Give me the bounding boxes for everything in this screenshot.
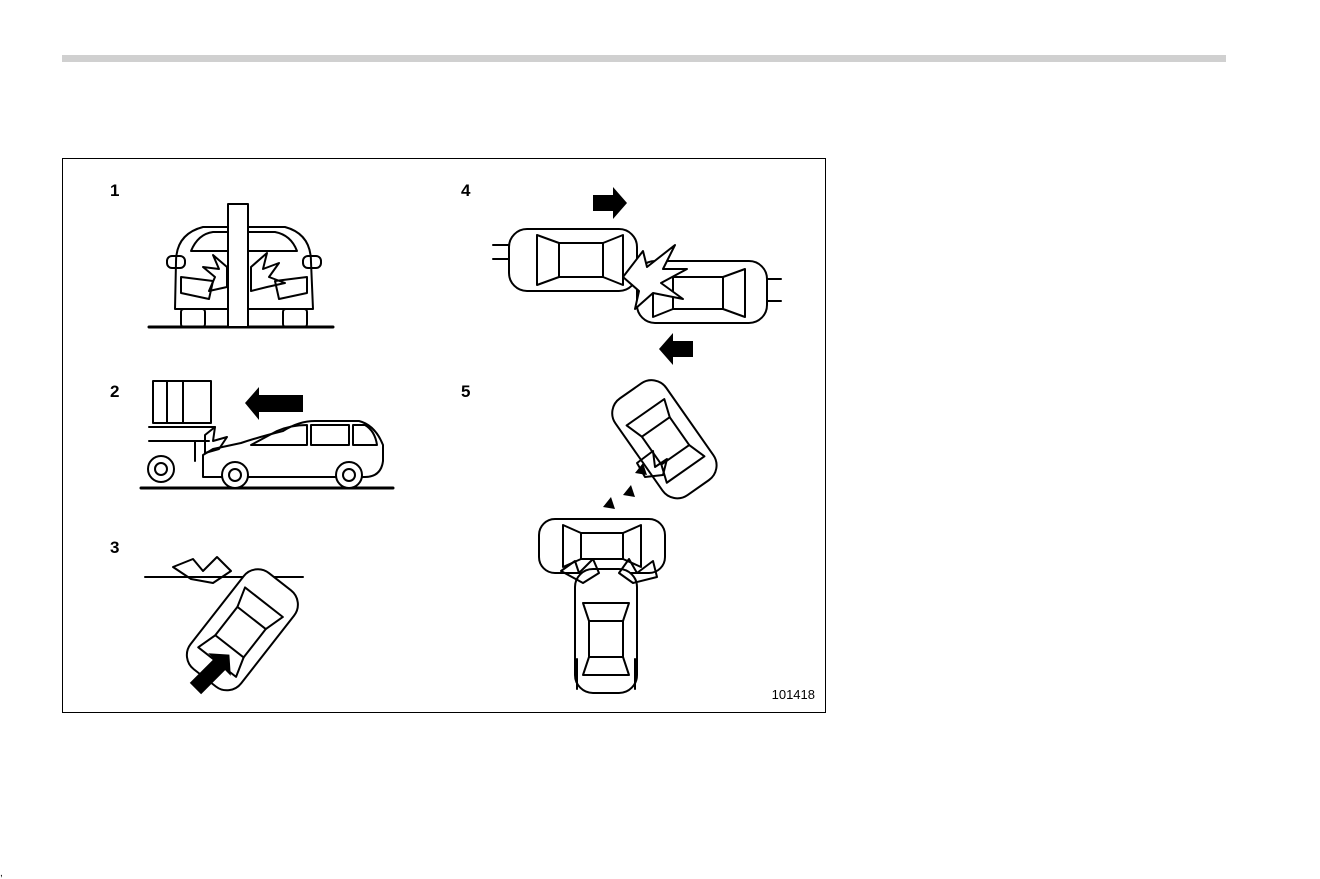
- truck-wheel-hub: [155, 463, 167, 475]
- debris-path-markers: [603, 463, 647, 509]
- right-tire: [283, 309, 307, 327]
- panel-4-number: 4: [461, 182, 470, 199]
- left-headlight: [181, 277, 213, 299]
- rear-window: [311, 425, 349, 445]
- direction-arrow-right: [593, 187, 627, 219]
- panel-5-number: 5: [461, 383, 470, 400]
- collision-types-figure: 1 2 3 4 5 101418: [62, 158, 826, 713]
- impact-burst-right: [251, 253, 285, 291]
- page-mark: ,: [0, 869, 3, 879]
- car-left-top-view: [493, 229, 637, 291]
- direction-arrow-left: [659, 333, 693, 365]
- panel-4-offset-frontal: [493, 187, 781, 365]
- car-deflected-top-view: [605, 373, 723, 505]
- collision-illustrations: [63, 159, 825, 712]
- impact-burst-left: [203, 255, 227, 291]
- panel-5-multi-collision: [539, 373, 724, 693]
- truck-wheel: [148, 456, 174, 482]
- panel-2-number: 2: [110, 383, 119, 400]
- pole: [228, 204, 248, 327]
- panel-1-pole-impact: [149, 204, 333, 327]
- header-rule: [62, 55, 1226, 62]
- car-striking-top-view: [575, 569, 637, 693]
- impact-burst: [173, 557, 231, 583]
- car-crossing-top-view: [539, 519, 665, 573]
- panel-2-under-truck-impact: [141, 381, 393, 488]
- panel-3-number: 3: [110, 539, 119, 556]
- rear-wheel: [336, 462, 362, 488]
- panel-3-corner-impact: [145, 557, 305, 700]
- figure-id: 101418: [772, 687, 815, 702]
- direction-arrow-left: [245, 387, 303, 420]
- left-tire: [181, 309, 205, 327]
- panel-1-number: 1: [110, 182, 119, 199]
- front-wheel: [222, 462, 248, 488]
- front-window: [251, 425, 307, 445]
